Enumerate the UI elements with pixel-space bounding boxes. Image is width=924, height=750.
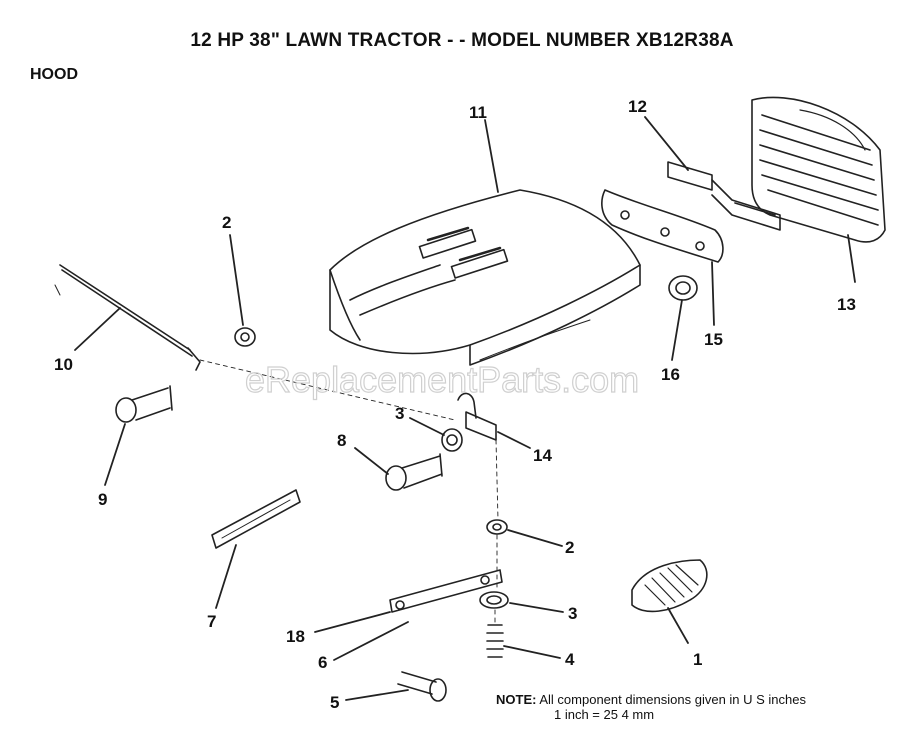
- note-label: NOTE:: [496, 692, 537, 707]
- grip-1-part: [631, 559, 708, 613]
- callout-2-upper: 2: [222, 213, 231, 232]
- callout-5: 5: [330, 693, 339, 712]
- callout-18: 18: [286, 627, 305, 646]
- watermark: eReplacementParts.com: [245, 359, 639, 400]
- bolt-9-part: [115, 385, 173, 423]
- callout-3-lower: 3: [568, 604, 577, 623]
- callout-10: 10: [54, 355, 73, 374]
- callout-7: 7: [207, 612, 216, 631]
- hood-part: [329, 189, 641, 366]
- callout-14: 14: [533, 446, 552, 465]
- leader-lines: [74, 116, 856, 701]
- callout-15: 15: [704, 330, 723, 349]
- bar-6-part: [389, 569, 503, 613]
- lens-bracket-part: [667, 161, 781, 231]
- grommet-16-part: [668, 275, 698, 301]
- washer-3-upper-part: [441, 428, 463, 452]
- bracket-14-part: [457, 392, 497, 441]
- callout-3-upper: 3: [395, 404, 404, 423]
- bushing-2-lower-part: [486, 519, 508, 535]
- callout-12: 12: [628, 97, 647, 116]
- callout-labels: 1 2 2 3 3 4 5 6 7 8 9 10 11 12 13 14 15 …: [54, 97, 856, 712]
- callout-6: 6: [318, 653, 327, 672]
- callout-16: 16: [661, 365, 680, 384]
- rod-10-part: [54, 264, 201, 371]
- grille-part: [751, 96, 886, 243]
- callout-13: 13: [837, 295, 856, 314]
- callout-8: 8: [337, 431, 346, 450]
- bar-7-part: [211, 489, 301, 549]
- callout-2-lower: 2: [565, 538, 574, 557]
- dimension-note: NOTE: All component dimensions given in …: [496, 692, 806, 722]
- pin-5-part: [397, 671, 447, 702]
- note-line-2: 1 inch = 25 4 mm: [554, 707, 655, 722]
- callout-11: 11: [469, 103, 487, 122]
- section-label: HOOD: [30, 66, 78, 83]
- bolt-8-part: [385, 453, 443, 491]
- callout-4: 4: [565, 650, 575, 669]
- page-title: 12 HP 38" LAWN TRACTOR - - MODEL NUMBER …: [190, 30, 734, 51]
- note-line-1: All component dimensions given in U S in…: [539, 692, 806, 707]
- callout-1: 1: [693, 650, 702, 669]
- callout-9: 9: [98, 490, 107, 509]
- lower-bracket-part: [601, 189, 724, 263]
- washer-3-lower-part: [479, 591, 509, 609]
- bushing-2-upper-part: [234, 327, 256, 347]
- spring-4-part: [486, 624, 504, 658]
